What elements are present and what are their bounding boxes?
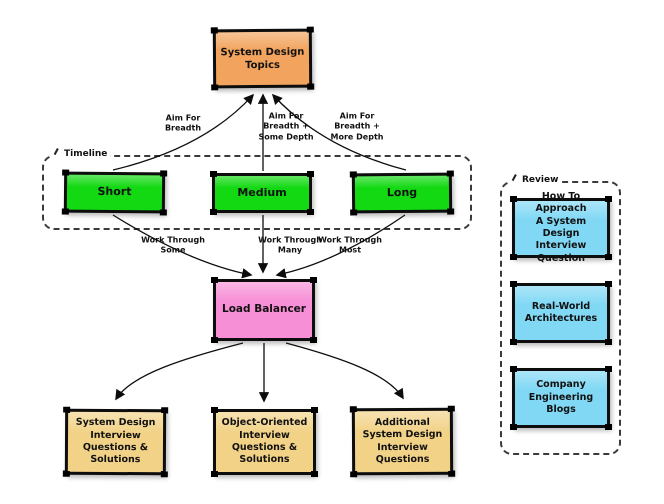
- edge-label-aim-for-breadth: Aim For Breadth: [164, 113, 202, 133]
- group-timeline-label: Timeline: [52, 149, 111, 159]
- node-long: Long: [351, 172, 453, 214]
- group-timeline: Timeline: [42, 149, 472, 230]
- edge-load-balancer-to-additional-questions: [285, 342, 404, 400]
- group-review: Review: [500, 175, 621, 455]
- node-label: Load Balancer: [222, 303, 306, 316]
- node-label: Additional System Design Interview Quest…: [362, 416, 443, 465]
- node-label: System Design Topics: [220, 46, 305, 71]
- node-medium: Medium: [210, 171, 314, 215]
- node-label: How To Approach A System Design Intervie…: [535, 190, 587, 264]
- edge-label-work-through-some: Work Through Some: [141, 235, 205, 255]
- node-object-oriented-interview-questions: Object-Oriented Interview Questions & So…: [211, 407, 318, 477]
- node-label: Object-Oriented Interview Questions & So…: [221, 417, 308, 466]
- edge-label-aim-for-breadth-more-depth: Aim For Breadth + More Depth: [330, 111, 384, 142]
- edge-label-aim-for-breadth-some-depth: Aim For Breadth + Some Depth: [258, 111, 314, 142]
- edge-label-work-through-many: Work Through Many: [258, 235, 322, 255]
- node-label: Short: [97, 185, 132, 199]
- node-system-design-topics: System Design Topics: [212, 28, 313, 89]
- edge-load-balancer-to-sdi-questions: [115, 342, 244, 401]
- node-additional-system-design-questions: Additional System Design Interview Quest…: [351, 407, 454, 476]
- node-label: System Design Interview Questions & Solu…: [75, 417, 156, 466]
- node-system-design-interview-questions: System Design Interview Questions & Solu…: [64, 408, 167, 476]
- node-short: Short: [63, 171, 166, 214]
- node-real-world-architectures: Real-World Architectures: [510, 281, 612, 345]
- group-review-label: Review: [510, 175, 562, 185]
- node-label: Long: [386, 185, 418, 199]
- node-load-balancer: Load Balancer: [211, 277, 317, 343]
- edge-label-work-through-most: Work Through Most: [318, 235, 382, 255]
- node-label: Company Engineering Blogs: [528, 379, 594, 416]
- node-how-to-approach: How To Approach A System Design Intervie…: [510, 191, 612, 264]
- node-company-engineering-blogs: Company Engineering Blogs: [510, 366, 612, 430]
- node-label: Real-World Architectures: [524, 300, 598, 324]
- node-label: Medium: [237, 185, 287, 199]
